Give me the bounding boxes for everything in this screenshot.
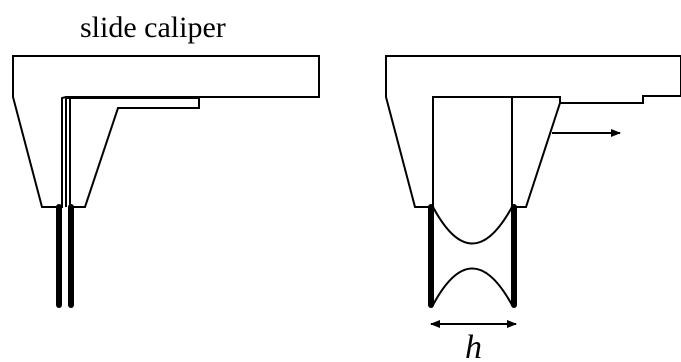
fixed-jaw-open <box>385 55 681 208</box>
caliper-open: h <box>385 55 681 362</box>
specimen <box>432 206 513 306</box>
diagram-title: slide caliper <box>80 11 226 44</box>
caliper-closed <box>12 55 320 308</box>
dimension-label-h: h <box>465 329 482 362</box>
sliding-jaw-closed <box>66 97 200 208</box>
sliding-jaw-open <box>511 96 643 208</box>
fixed-jaw-closed <box>12 55 320 208</box>
